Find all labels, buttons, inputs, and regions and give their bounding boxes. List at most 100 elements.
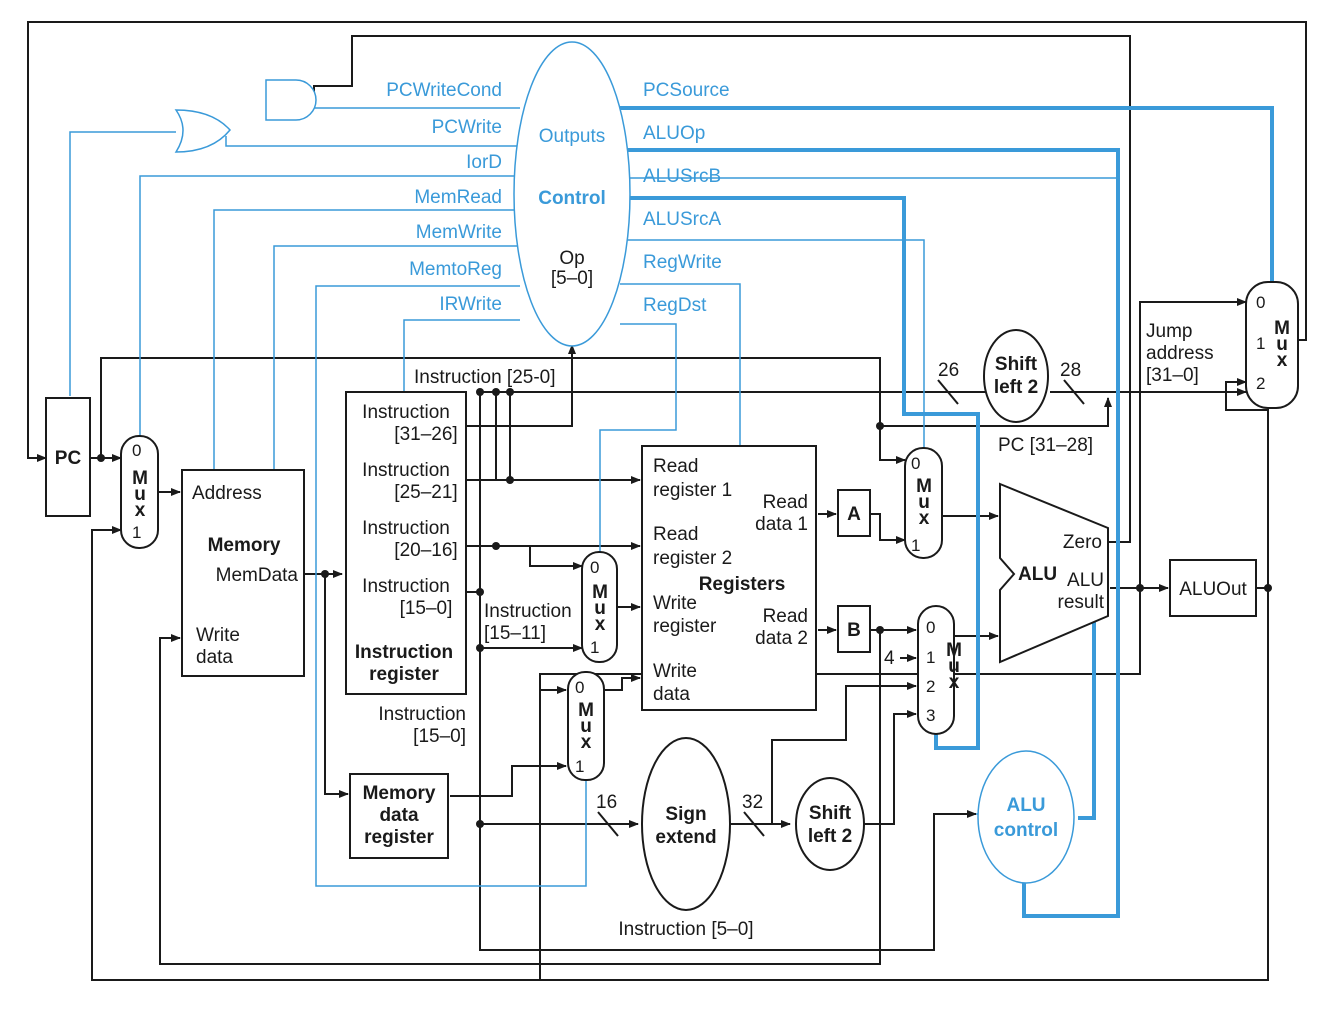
signal-memread: MemRead <box>414 187 502 208</box>
memory-write-label-1: Write <box>196 625 240 646</box>
mux-alusrca: 0 M u x 1 <box>904 447 943 559</box>
mux-memtoreg-m: M <box>578 700 594 721</box>
or-gate <box>174 109 231 153</box>
control-outputs-label: Outputs <box>539 126 606 147</box>
mux-regdst-x: x <box>595 614 606 635</box>
signal-pcsource: PCSource <box>643 80 730 101</box>
sign-extend-label-2: extend <box>655 827 716 848</box>
mux-alusrcb-in0: 0 <box>926 618 935 637</box>
ir-title-1: Instruction <box>355 642 453 663</box>
label-width-28: 28 <box>1060 360 1081 381</box>
memory-memdata-label: MemData <box>216 565 299 586</box>
label-instruction-15-11-2: [15–11] <box>484 623 546 644</box>
mux-iord: 0 M u x 1 <box>120 435 159 549</box>
reg-rd2-2: data 2 <box>755 628 808 649</box>
mux-memtoreg: 0 M u x 1 <box>567 671 605 781</box>
mux-memtoreg-x: x <box>581 732 592 753</box>
reg-wr-2: register <box>653 616 717 637</box>
reg-rr2-1: Read <box>653 524 698 545</box>
label-jump-3: [31–0] <box>1146 365 1199 386</box>
label-width-16: 16 <box>596 792 617 813</box>
wire-labels: Instruction [25-0] Instruction [15–11] I… <box>378 321 1213 940</box>
reg-wr-1: Write <box>653 593 697 614</box>
alu-label: ALU <box>1018 564 1057 585</box>
sign-extend: Sign extend <box>641 737 731 911</box>
signal-memtoreg: MemtoReg <box>409 259 502 280</box>
reg-rr1-2: register 1 <box>653 480 732 501</box>
alu-control-label-2: control <box>994 820 1058 841</box>
shift-lower-label-2: left 2 <box>808 826 852 847</box>
alu-result-label-2: result <box>1058 592 1105 613</box>
alu: ALU Zero ALU result <box>999 482 1109 664</box>
mux-iord-m: M <box>132 468 148 489</box>
ir-title-2: register <box>369 664 439 685</box>
mux-iord-x: x <box>135 500 146 521</box>
signal-iord: IorD <box>466 152 502 173</box>
shift-lower-label-1: Shift <box>809 803 852 824</box>
control-wires <box>69 106 1274 918</box>
signal-alusrcb: ALUSrcB <box>643 166 721 187</box>
aluout-label: ALUOut <box>1179 579 1247 600</box>
ir-field-15-0-l1: Instruction <box>362 576 450 597</box>
and-gate <box>265 79 317 121</box>
label-jump-2: address <box>1146 343 1214 364</box>
control-signals-left: PCWriteCond PCWrite IorD MemRead MemWrit… <box>386 80 502 315</box>
mux-memtoreg-in1: 1 <box>575 757 584 776</box>
mux-alusrca-m: M <box>916 476 932 497</box>
mux-pcsource-u: u <box>1276 334 1288 355</box>
signal-regwrite: RegWrite <box>643 252 722 273</box>
shift-left-2-upper: Shift left 2 <box>983 329 1049 423</box>
alu-control-label-1: ALU <box>1006 795 1045 816</box>
mux-regdst-u: u <box>594 598 606 619</box>
mux-pcsource-in1: 1 <box>1256 334 1265 353</box>
memory-unit: Address Memory MemData Write data <box>181 469 305 677</box>
mux-alusrca-u: u <box>918 492 930 513</box>
mdr-label-2: data <box>379 805 419 826</box>
control-op-bits: [5–0] <box>551 268 593 289</box>
label-jump-1: Jump <box>1146 321 1192 342</box>
label-instruction-25-0: Instruction [25-0] <box>414 367 556 388</box>
label-instruction-15-0-1: Instruction <box>378 704 466 725</box>
memory-address-label: Address <box>192 483 262 504</box>
shift-left-2-lower: Shift left 2 <box>795 777 865 871</box>
instruction-register: Instruction [31–26] Instruction [25–21] … <box>345 391 467 695</box>
registers-title: Registers <box>699 574 786 595</box>
memory-write-label-2: data <box>196 647 233 668</box>
ir-field-20-16-l2: [20–16] <box>394 540 457 561</box>
ir-field-20-16-l1: Instruction <box>362 518 450 539</box>
pc-label: PC <box>55 448 82 469</box>
memory-title: Memory <box>208 535 281 556</box>
aluout-register: ALUOut <box>1169 559 1257 617</box>
mux-pcsource: 0 1 2 M u x <box>1245 281 1299 409</box>
signal-regdst: RegDst <box>643 295 707 316</box>
signal-alusrca: ALUSrcA <box>643 209 721 230</box>
junction-dots <box>97 388 1272 828</box>
mdr-label-3: register <box>364 827 434 848</box>
mux-alusrca-in0: 0 <box>911 454 920 473</box>
ir-field-15-0-l2: [15–0] <box>400 598 453 619</box>
reg-rr1-1: Read <box>653 456 698 477</box>
mux-alusrcb-x: x <box>949 672 960 693</box>
ir-field-31-26-l1: Instruction <box>362 402 450 423</box>
datapath-wires <box>27 21 1307 981</box>
mux-alusrcb-m: M <box>946 640 962 661</box>
label-constant-4: 4 <box>884 648 895 669</box>
reg-wd-1: Write <box>653 661 697 682</box>
mux-alusrca-in1: 1 <box>911 536 920 555</box>
memory-data-register: Memory data register <box>349 773 449 859</box>
mux-pcsource-in0: 0 <box>1256 293 1265 312</box>
label-pc-31-28: PC [31–28] <box>998 435 1093 456</box>
mux-pcsource-in2: 2 <box>1256 374 1265 393</box>
signal-aluop: ALUOp <box>643 123 705 144</box>
shift-upper-label-1: Shift <box>995 354 1038 375</box>
register-a: A <box>837 489 871 537</box>
mux-pcsource-m: M <box>1274 318 1290 339</box>
control-unit: Outputs Control Op [5–0] <box>513 41 631 347</box>
signal-pcwritecond: PCWriteCond <box>386 80 502 101</box>
register-a-label: A <box>847 504 861 525</box>
mux-alusrcb: 0 1 2 3 M u x <box>917 605 962 735</box>
mux-regdst-in0: 0 <box>590 558 599 577</box>
mdr-label-1: Memory <box>363 783 436 804</box>
mux-regdst: 0 M u x 1 <box>581 551 618 663</box>
